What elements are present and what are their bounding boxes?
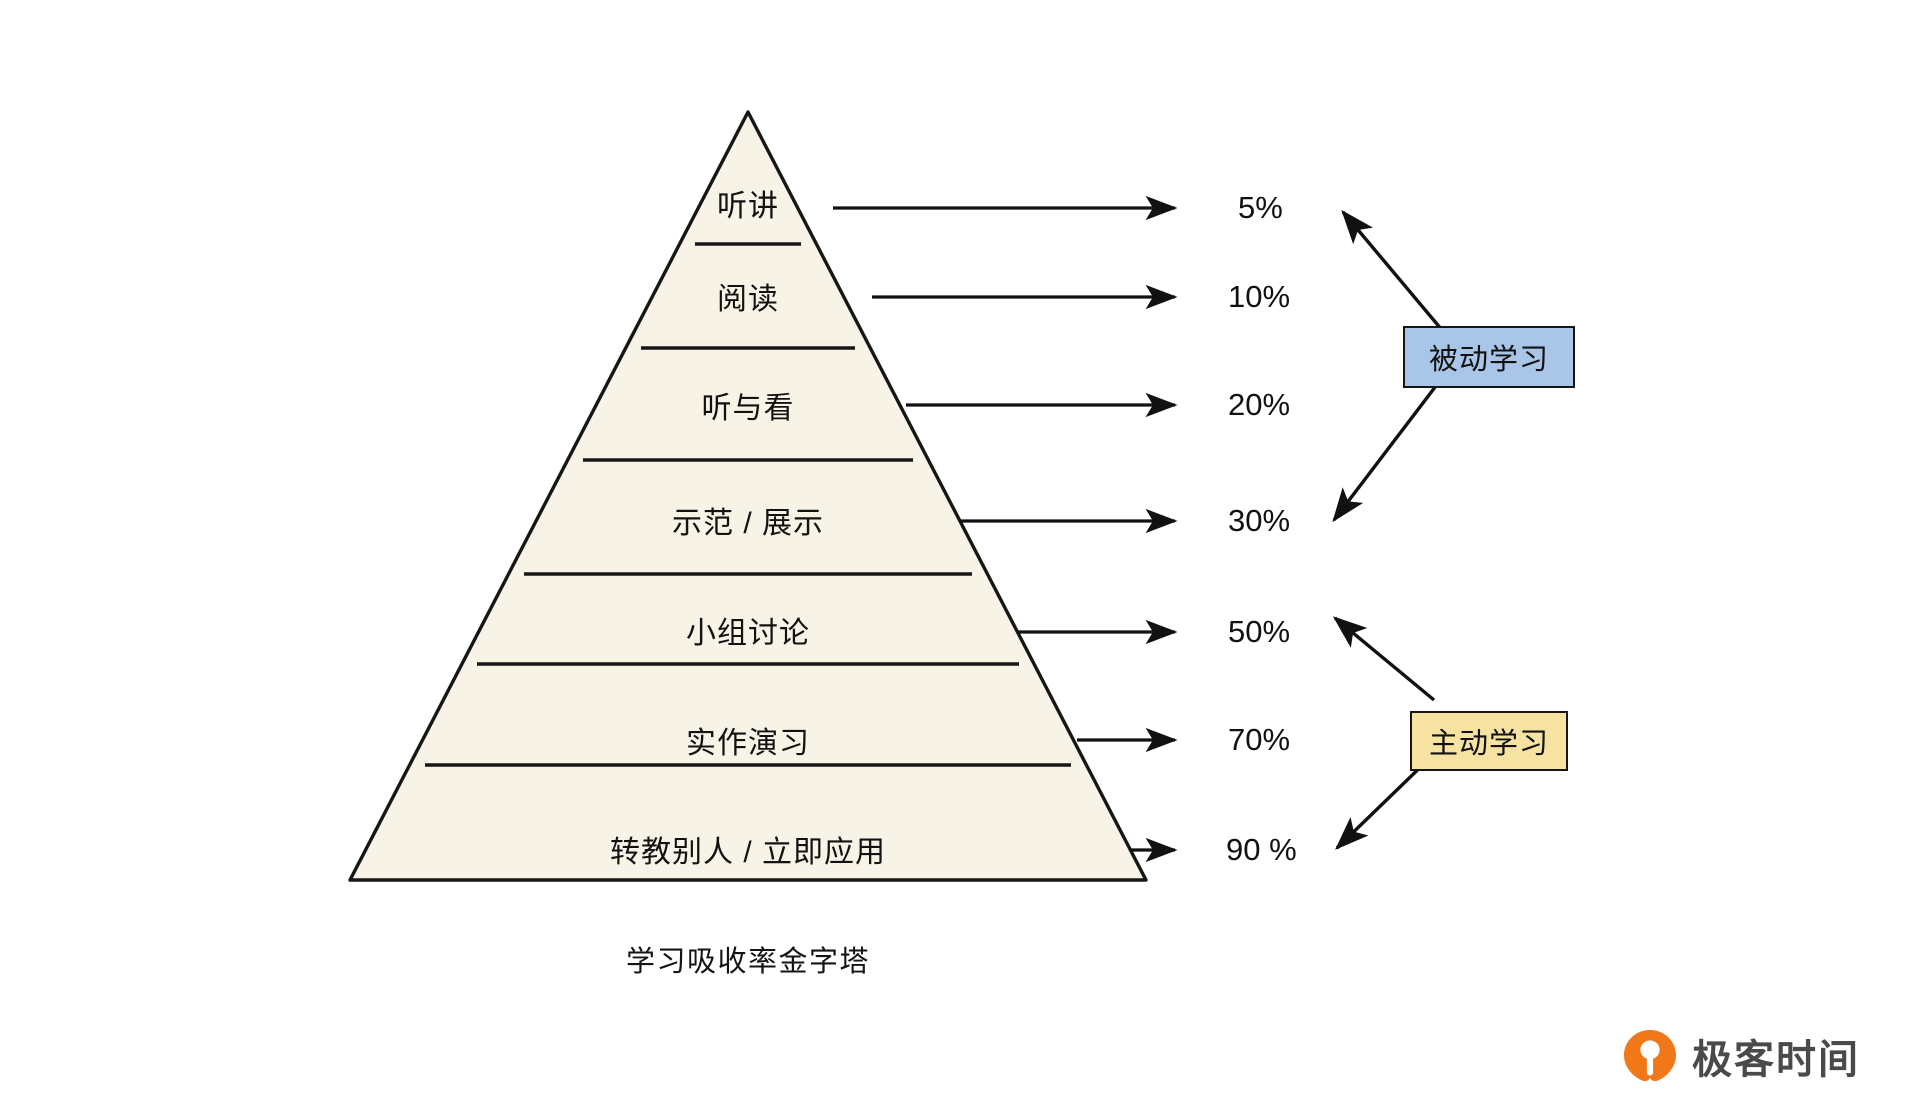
- pyramid-dividers: [425, 242, 1071, 767]
- pyramid-tier-label-4: 示范 / 展示: [671, 507, 825, 540]
- retention-value-7: 90 %: [1226, 832, 1297, 867]
- pyramid-shape: [348, 110, 1148, 882]
- retention-value-6: 70%: [1228, 722, 1291, 757]
- retention-value-5: 50%: [1228, 614, 1291, 649]
- brand-name: 极客时间: [1692, 1038, 1860, 1082]
- pyramid-tier-label-5: 小组讨论: [686, 617, 810, 650]
- pyramid-tier-label-1: 听讲: [717, 190, 779, 223]
- passive-arrow-up: [1341, 209, 1444, 332]
- category-label-passive: 被动学习: [1428, 344, 1549, 376]
- retention-value-3: 20%: [1228, 387, 1291, 422]
- active-arrow-up: [1332, 616, 1436, 702]
- retention-connectors: [833, 195, 1178, 863]
- category-box-active-learning[interactable]: 主动学习: [1410, 711, 1568, 771]
- pyramid-tier-label-7: 转教别人 / 立即应用: [609, 836, 887, 869]
- passive-bracket: [1332, 209, 1444, 523]
- pyramid-tier-label-3: 听与看: [701, 392, 795, 425]
- pyramid-tier-label-6: 实作演习: [686, 727, 810, 760]
- passive-arrow-down: [1332, 376, 1444, 523]
- pyramid-tier-label-2: 阅读: [717, 283, 779, 316]
- retention-value-4: 30%: [1228, 503, 1291, 538]
- geektime-logo-icon: [1622, 1028, 1678, 1084]
- brand-logo: 极客时间: [1622, 1027, 1860, 1085]
- category-label-active: 主动学习: [1428, 728, 1549, 760]
- diagram-caption: 学习吸收率金字塔: [625, 946, 871, 978]
- pyramid-outline: [348, 110, 1148, 882]
- retention-value-2: 10%: [1228, 279, 1291, 314]
- category-box-passive-learning[interactable]: 被动学习: [1403, 326, 1575, 388]
- retention-value-1: 5%: [1238, 190, 1283, 225]
